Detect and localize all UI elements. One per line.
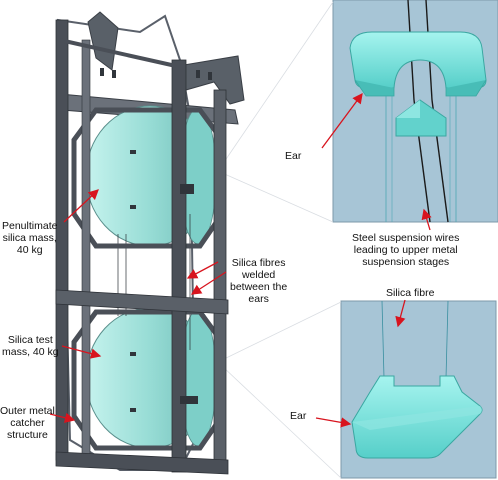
steel-wires-arrow	[421, 208, 432, 231]
test-mass-arrow	[61, 345, 102, 359]
label-steel-wires-line2: leading to upper metal	[353, 244, 458, 256]
label-ear-top: Ear	[285, 150, 302, 162]
label-fibres-welded-line3: between the	[230, 281, 288, 293]
label-catcher-line2: catcher	[10, 417, 45, 429]
bottom-inset-panel	[315, 299, 497, 479]
silica-fibre-arrow	[395, 299, 406, 328]
label-fibres-welded-line4: ears	[248, 293, 269, 305]
label-ear-bottom: Ear	[290, 410, 307, 422]
label-silica-fibre: Silica fibre	[386, 287, 435, 299]
fibres-arrow-upper	[186, 261, 219, 279]
projection-lines	[219, 1, 342, 479]
catcher-arrow	[49, 412, 76, 423]
label-test-mass: Silica test mass, 40 kg	[2, 334, 59, 358]
label-fibres-welded: Silica fibres welded between the ears	[230, 257, 287, 305]
label-catcher: Outer metal catcher structure	[0, 405, 55, 441]
label-catcher-line3: structure	[7, 429, 48, 441]
penultimate-arrow	[63, 189, 99, 223]
label-fibres-welded-line1: Silica fibres	[231, 257, 286, 269]
catcher-structure	[55, 11, 245, 475]
label-steel-wires: Steel suspension wires leading to upper …	[352, 232, 459, 268]
label-fibres-welded-line2: welded	[241, 269, 276, 281]
fibres-arrow-lower	[190, 271, 227, 295]
label-steel-wires-line3: suspension stages	[362, 256, 450, 268]
label-test-mass-line1: Silica test	[7, 334, 53, 346]
ear-bottom-arrow	[315, 417, 352, 428]
label-penultimate: Penultimate silica mass, 40 kg	[2, 220, 57, 256]
label-steel-wires-line1: Steel suspension wires	[352, 232, 460, 244]
label-catcher-line1: Outer metal	[0, 405, 55, 417]
top-inset-panel	[321, 0, 498, 231]
label-penultimate-line1: Penultimate	[2, 220, 58, 232]
ear-top-arrow	[321, 92, 363, 149]
label-penultimate-line3: 40 kg	[16, 244, 43, 256]
label-test-mass-line2: mass, 40 kg	[2, 346, 59, 358]
label-penultimate-line2: silica mass,	[2, 232, 57, 244]
